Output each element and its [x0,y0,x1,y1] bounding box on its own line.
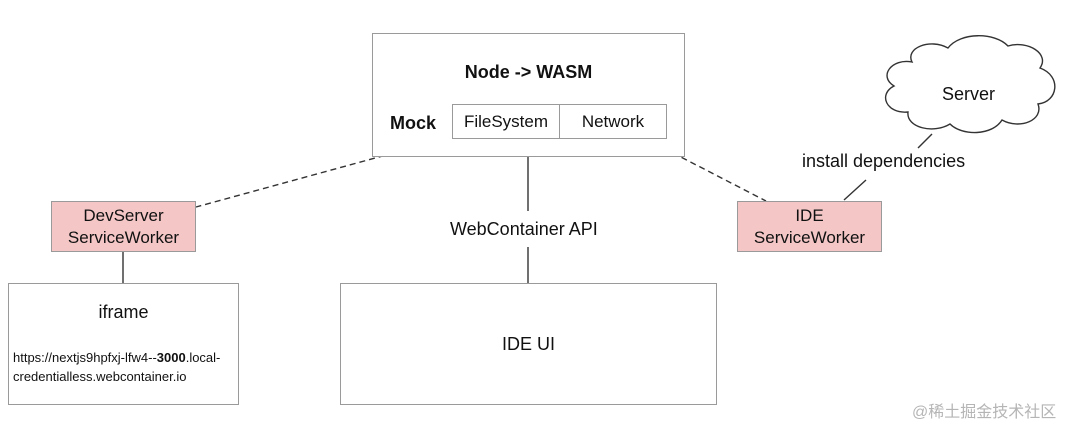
ide-serviceworker-box: IDE ServiceWorker [737,201,882,252]
filesystem-label: FileSystem [463,111,549,131]
iframe-url-line1: https://nextjs9hpfxj-lfw4--3000.local- [13,348,239,367]
devserver-serviceworker-box: DevServer ServiceWorker [51,201,196,252]
iframe-url-part2: .local- [185,350,221,365]
ide-ui-box: IDE UI [340,283,717,405]
server-label: Server [942,84,996,104]
devserver-label-line2: ServiceWorker [67,227,180,247]
connector-install-server [917,133,933,149]
iframe-url-part1: https://nextjs9hpfxj-lfw4-- [13,350,157,365]
node-wasm-title: Node -> WASM [464,62,593,82]
iframe-url: https://nextjs9hpfxj-lfw4--3000.local- c… [13,348,239,386]
watermark-text: @稀土掘金技术社区 [912,404,1057,421]
devserver-label-line1: DevServer [83,205,164,225]
server-cloud-shape [884,35,1056,134]
iframe-url-line2: credentialless.webcontainer.io [13,369,187,384]
connector-ide-install [843,179,867,201]
iframe-url-port: 3000 [156,350,186,365]
network-label: Network [581,111,645,131]
iframe-box [8,283,239,405]
install-dependencies-label: install dependencies [802,151,966,171]
ide-sw-label-line2: ServiceWorker [753,227,866,247]
ide-ui-label: IDE UI [501,333,555,354]
iframe-title: iframe [98,302,149,322]
network-box: Network [559,104,667,139]
filesystem-box: FileSystem [452,104,560,139]
mock-label: Mock [390,113,437,133]
ide-sw-label-line1: IDE [795,205,824,225]
webcontainer-api-label: WebContainer API [450,219,598,239]
